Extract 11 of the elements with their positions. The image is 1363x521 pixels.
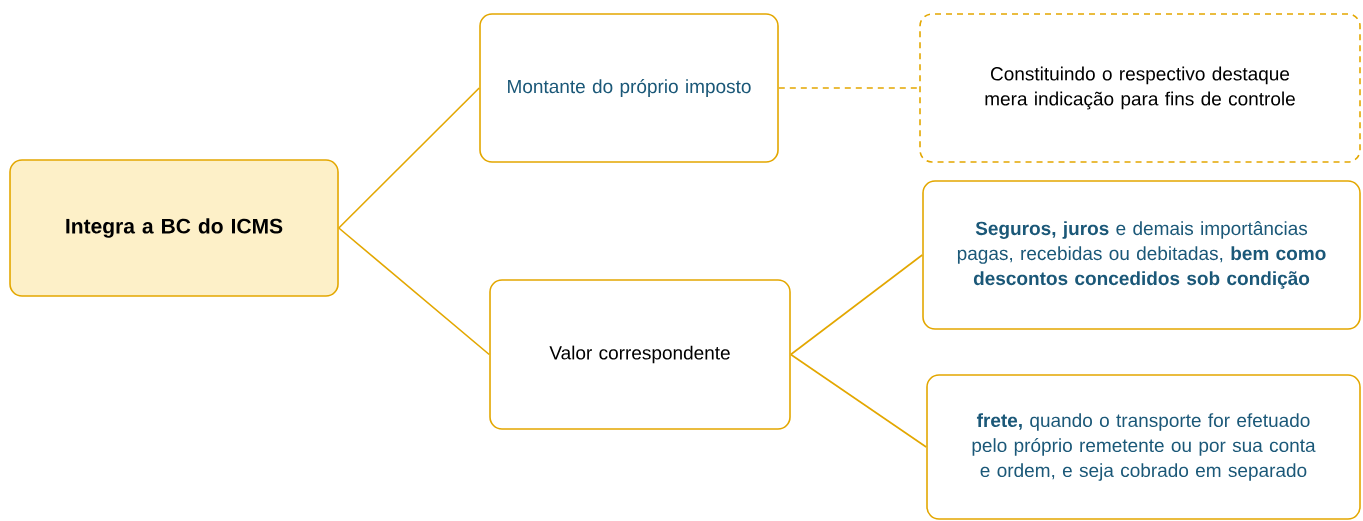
branch-box: Montante do próprio imposto: [479, 13, 779, 163]
dashed-connector: [778, 87, 920, 89]
connector-line: [790, 353, 927, 448]
detail-box: Seguros, juros e demais importâncias pagas, recebidas ou debitadas, bem como descontos concedidos sob condição: [922, 180, 1361, 330]
connector-line: [338, 87, 480, 229]
topic-box: Integra a BC do ICMS: [9, 159, 339, 297]
branch-box: Valor correspondente: [489, 279, 791, 430]
note-box: Constituindo o respectivo destaque mera indicação para fins de controle: [919, 13, 1361, 163]
detail-box: frete, quando o transporte for efetuado pelo próprio remetente ou por sua conta e ordem, e seja cobrado em separado: [926, 374, 1361, 520]
connector-line: [790, 254, 923, 356]
connector-line: [338, 227, 490, 356]
